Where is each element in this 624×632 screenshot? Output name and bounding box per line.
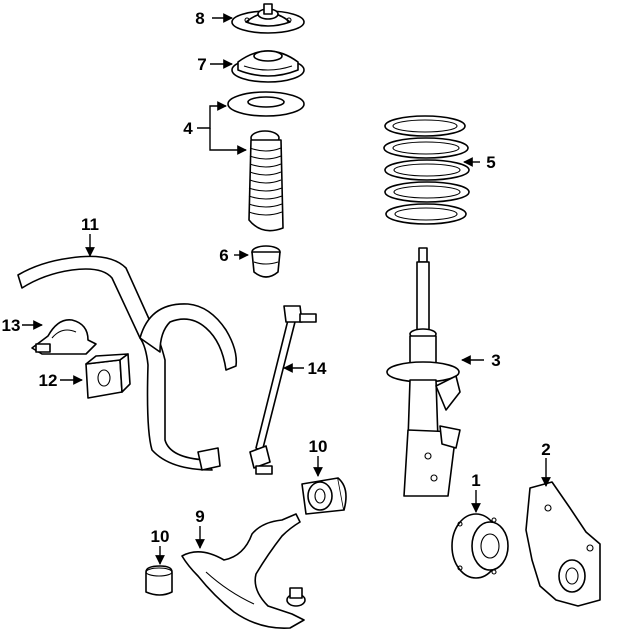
control-arm-bushing-small <box>145 565 173 596</box>
spring-seat-and-boot <box>227 91 305 232</box>
callout-8: 8 <box>195 9 204 28</box>
control-arm-bushing-large <box>301 477 347 515</box>
callout-10-lower: 10 <box>151 527 170 546</box>
callout-7: 7 <box>197 55 206 74</box>
upper-strut-mount <box>231 3 305 34</box>
strut-assembly <box>386 247 461 497</box>
callout-3: 3 <box>491 351 500 370</box>
callout-9: 9 <box>195 507 204 526</box>
bump-stop <box>251 245 281 278</box>
steering-knuckle <box>525 481 601 607</box>
callout-6: 6 <box>219 246 228 265</box>
callout-12: 12 <box>39 371 58 390</box>
callout-1: 1 <box>471 471 480 490</box>
leader-lines <box>22 13 551 565</box>
callout-10-upper: 10 <box>309 437 328 456</box>
callout-11: 11 <box>81 215 99 234</box>
callout-13: 13 <box>2 316 21 335</box>
stabilizer-link <box>249 305 317 475</box>
stabilizer-bar <box>17 255 238 471</box>
wheel-hub-bearing <box>451 513 509 579</box>
callout-14: 14 <box>308 359 327 378</box>
callout-labels: 8 7 4 6 5 3 1 2 11 13 12 14 10 10 9 <box>2 9 551 546</box>
coil-spring <box>383 115 470 225</box>
lower-control-arm <box>181 513 306 629</box>
callout-4: 4 <box>183 119 193 138</box>
callout-2: 2 <box>541 440 550 459</box>
stabilizer-bushing <box>85 353 131 399</box>
strut-bearing <box>231 50 305 83</box>
bushing-clamp <box>31 319 97 355</box>
callout-5: 5 <box>486 153 495 172</box>
